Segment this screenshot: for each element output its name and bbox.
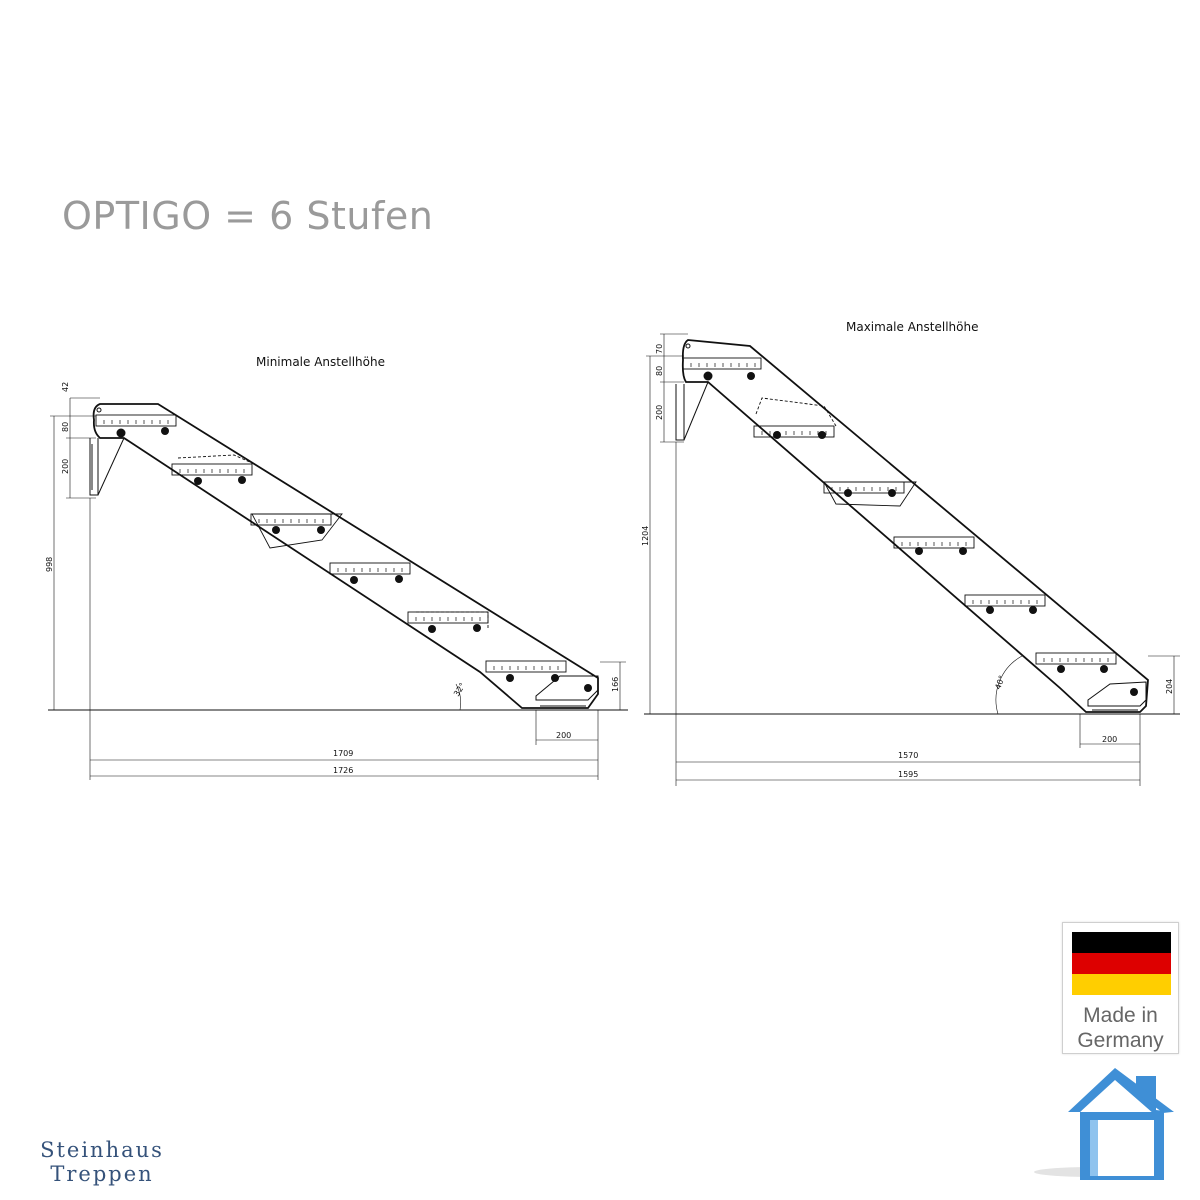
drawing-maximal: Maximale Anstellhöhe [641,320,1180,786]
dim-post: 200 [655,405,664,420]
bolts [703,371,1138,696]
house-icon [1034,1068,1174,1180]
drawing-title-minimal: Minimale Anstellhöhe [256,355,385,369]
dim-foot-width: 200 [1102,735,1117,744]
flag-stripe-black [1072,932,1171,953]
drawing-minimal: Minimale Anstellhöhe [45,355,628,780]
dim-bottom-height: 204 [1165,679,1174,694]
tread-ticks [103,420,559,670]
stringer [681,339,1149,713]
drawing-title-maximal: Maximale Anstellhöhe [846,320,978,334]
dim-bottom-height: 166 [611,677,620,692]
brand-line2: Treppen [50,1162,154,1186]
dim-total-height: 998 [45,557,54,572]
brand-line1: Steinhaus [40,1138,164,1162]
badge-text-line1: Made in [1083,1004,1158,1027]
dim-angle: 40° [993,674,1006,690]
dim-post: 200 [61,459,70,474]
badge-text-line2: Germany [1077,1029,1164,1052]
made-in-germany-badge: Made in Germany [1062,922,1179,1054]
badge-text: Made in Germany [1063,1003,1178,1053]
dim-top-offset: 70 [655,344,664,354]
german-flag-icon [1072,932,1171,995]
flag-stripe-gold [1072,974,1171,995]
bolts [116,427,592,692]
treads [95,414,567,673]
tread-ticks [690,363,1109,662]
dim-inner-width: 1570 [898,751,918,760]
dim-top-step: 80 [61,422,70,432]
dim-foot-width: 200 [556,731,571,740]
foot-plate [535,675,599,701]
dim-outer-width: 1595 [898,770,918,779]
wall-bracket [675,384,685,441]
brand-wordmark: Steinhaus Treppen [22,1138,182,1186]
dim-inner-width: 1709 [333,749,353,758]
flag-stripe-red [1072,953,1171,974]
dimension-lines [50,397,626,780]
dim-total-height: 1204 [641,526,650,546]
stringer [92,403,599,709]
foot-plate [1087,681,1147,707]
page-title: OPTIGO = 6 Stufen [62,194,434,238]
dim-top-step: 80 [655,366,664,376]
wall-bracket [89,438,99,496]
dim-top-offset: 42 [61,382,70,392]
dim-outer-width: 1726 [333,766,353,775]
dim-angle: 32° [452,681,467,698]
dimension-lines [646,333,1180,786]
treads [682,357,1117,665]
